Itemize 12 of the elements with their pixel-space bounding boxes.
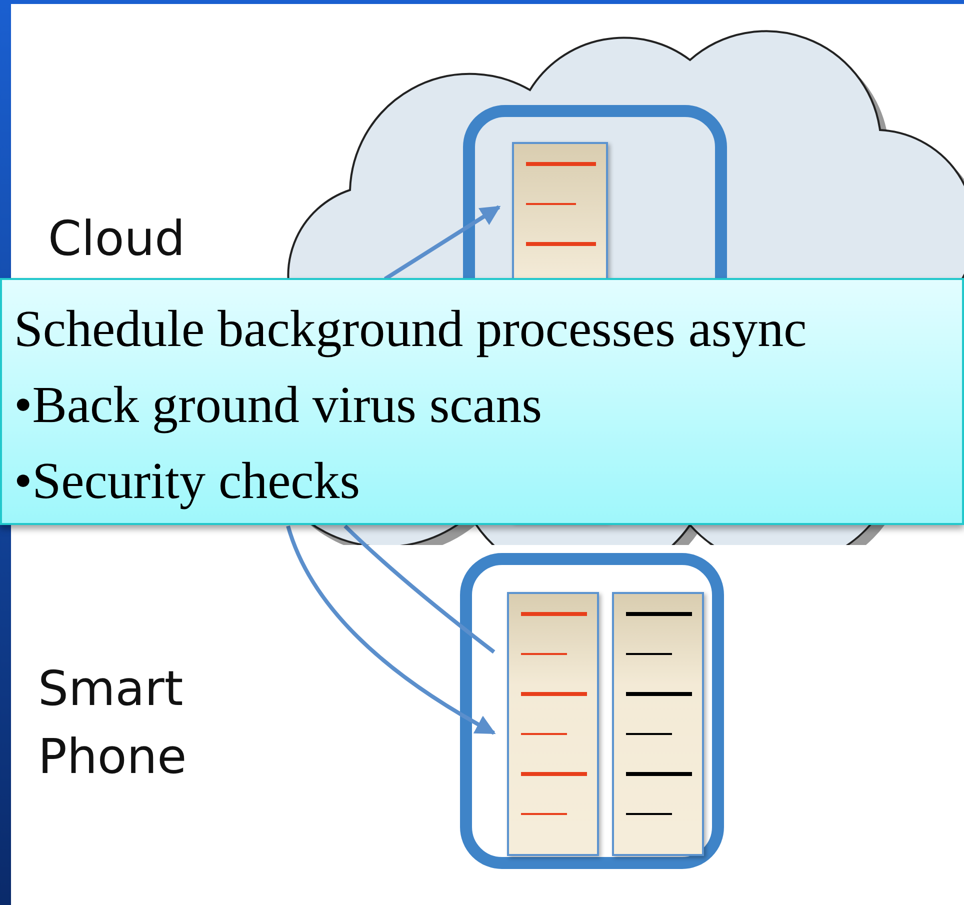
phone-frame [460, 553, 724, 869]
arrow [384, 205, 501, 281]
bullet-item: •Back ground virus scans [14, 376, 543, 436]
document-panel [507, 592, 599, 856]
phone-label: Smart Phone [38, 660, 188, 787]
bullet-item: •Security checks [14, 452, 361, 512]
document-panel [612, 592, 704, 856]
callout-heading: Schedule background processes async [14, 300, 808, 360]
arrow [286, 525, 496, 735]
callout-tooltip [0, 278, 964, 525]
cloud-label: Cloud [48, 210, 186, 269]
connector-line [344, 524, 496, 654]
